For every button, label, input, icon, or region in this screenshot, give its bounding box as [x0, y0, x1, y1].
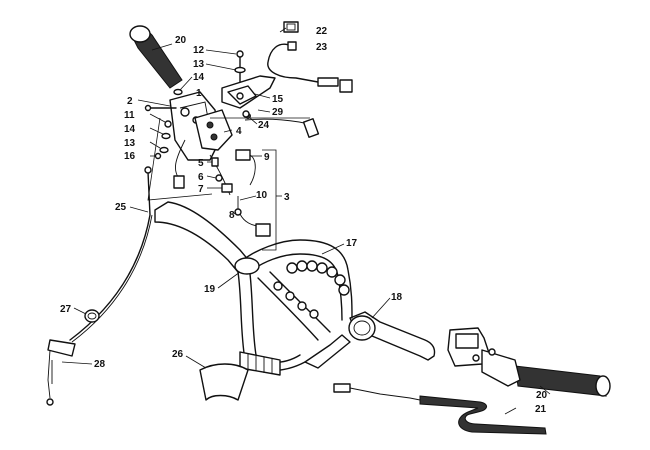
callout-15: 15 [272, 94, 284, 105]
callout-14-lower: 14 [124, 124, 136, 135]
leader-lines [61, 27, 551, 415]
callout-24: 24 [258, 120, 270, 131]
callout-25: 25 [115, 202, 127, 213]
callout-19: 19 [204, 284, 216, 295]
callout-29: 29 [272, 107, 284, 118]
heater-element [333, 383, 547, 435]
callout-5: 5 [198, 158, 204, 169]
crossbar-pad [273, 260, 350, 319]
callout-13-upper: 13 [193, 59, 205, 70]
grip-cover [199, 363, 249, 401]
callout-17: 17 [346, 238, 358, 249]
callout-8: 8 [229, 210, 235, 221]
throttle-cable [69, 171, 151, 341]
callout-12: 12 [193, 45, 205, 56]
callout-18: 18 [391, 292, 403, 303]
callout-1: 1 [196, 88, 202, 99]
callout-9: 9 [264, 152, 270, 163]
bar-bushing-left [234, 257, 260, 275]
callout-10: 10 [256, 190, 268, 201]
right-grip [514, 365, 611, 397]
callout-20-right-grip: 20 [536, 390, 548, 401]
callout-21: 21 [535, 404, 547, 415]
callout-16: 16 [124, 151, 136, 162]
callout-14-upper: 14 [193, 72, 205, 83]
callout-13-lower: 13 [124, 138, 136, 149]
switch-housing [194, 109, 233, 151]
callout-3: 3 [284, 192, 290, 203]
callout-6: 6 [198, 172, 204, 183]
callout-4: 4 [236, 126, 242, 137]
bar-bushing-right [348, 315, 376, 341]
callout-20-left-grip: 20 [175, 35, 187, 46]
callout-labels: 20 12 13 14 1 2 11 14 13 16 22 23 15 29 … [60, 26, 548, 415]
brake-lever [221, 75, 276, 109]
callout-11: 11 [124, 110, 135, 121]
cable-clamp [84, 309, 100, 323]
cable-23 [267, 43, 319, 83]
callout-23: 23 [316, 42, 328, 53]
handlebar [154, 201, 436, 376]
connector-22 [283, 21, 299, 33]
callout-7: 7 [198, 184, 204, 195]
callout-27: 27 [60, 304, 72, 315]
callout-2: 2 [127, 96, 133, 107]
master-cylinder [447, 327, 521, 387]
left-grip [129, 25, 183, 89]
callout-26: 26 [172, 349, 184, 360]
callout-28: 28 [94, 359, 106, 370]
callout-22: 22 [316, 26, 328, 37]
